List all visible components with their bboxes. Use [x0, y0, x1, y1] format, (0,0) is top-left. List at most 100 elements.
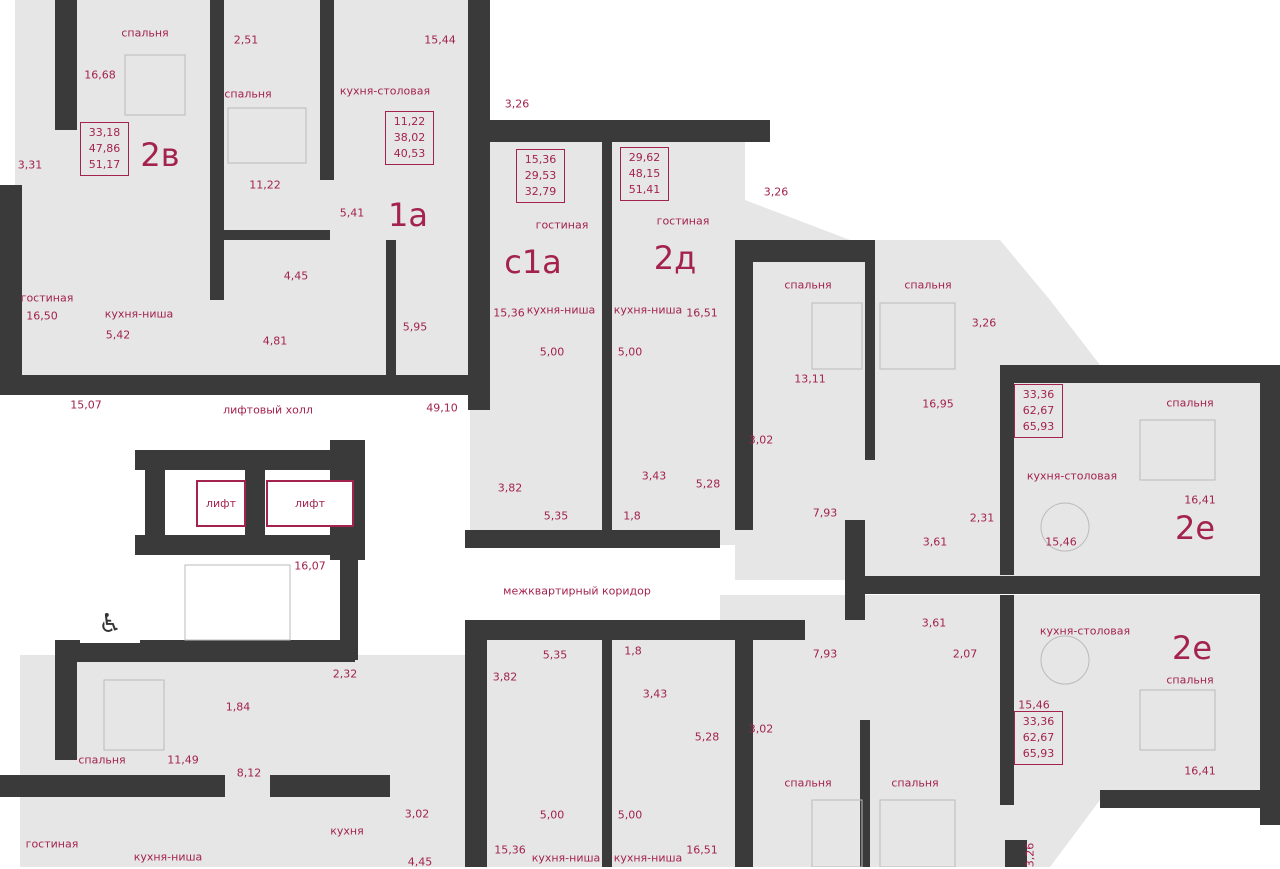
- room-area: 1,8: [624, 644, 642, 658]
- room-area: 16,41: [1184, 493, 1216, 507]
- room-area: 15,36: [494, 843, 526, 857]
- room-area: 5,00: [617, 345, 643, 359]
- living-area: 33,36: [1022, 715, 1055, 728]
- room-area: 15,07: [70, 398, 102, 412]
- room-area: 16,51: [686, 843, 718, 857]
- room-area: 4,45: [407, 855, 433, 869]
- room-label: лифтовый холл: [223, 403, 313, 417]
- room-area: 3,31: [17, 158, 43, 172]
- room-area: 1,84: [225, 700, 251, 714]
- wheelchair-icon: ♿: [80, 605, 140, 643]
- living-area: 33,36: [1022, 388, 1055, 401]
- room-area: 5,28: [694, 730, 720, 744]
- room-area: 49,10: [426, 401, 458, 415]
- room-area: 15,46: [1045, 535, 1077, 549]
- room-area: 8,12: [236, 766, 262, 780]
- room-area: 3,61: [922, 535, 948, 549]
- apartment-type-2d: 2д: [653, 239, 697, 277]
- total-area: 29,53: [524, 169, 557, 182]
- room-label: кухня-столовая: [339, 84, 431, 98]
- furniture: [103, 54, 1216, 867]
- room-area: 3,26: [763, 185, 789, 199]
- room-area: 13,11: [794, 372, 826, 386]
- room-label: кухня-столовая: [1039, 624, 1131, 638]
- room-area: 5,00: [539, 808, 565, 822]
- room-area: 3,02: [404, 807, 430, 821]
- living-area: 33,18: [88, 126, 121, 139]
- room-area: 11,49: [167, 753, 199, 767]
- room-area: 11,22: [249, 178, 281, 192]
- room-label: спальня: [891, 776, 939, 790]
- room-label: кухня-ниша: [613, 851, 683, 865]
- living-area: 29,62: [628, 151, 661, 164]
- total-area-with-balcony: 51,17: [88, 158, 121, 171]
- area-box-2v: 33,18 47,86 51,17: [80, 122, 129, 176]
- room-label: гостиная: [25, 837, 79, 851]
- room-area: 16,95: [922, 397, 954, 411]
- room-area: 2,07: [952, 647, 978, 661]
- room-area: 2,32: [332, 667, 358, 681]
- room-area: 5,35: [543, 509, 569, 523]
- room-area: 5,42: [105, 328, 131, 342]
- area-box-2d: 29,62 48,15 51,41: [620, 147, 669, 201]
- room-label: гостиная: [535, 218, 589, 232]
- room-area: 2,51: [233, 33, 259, 47]
- room-area: 7,93: [812, 647, 838, 661]
- total-area: 47,86: [88, 142, 121, 155]
- room-area: 15,36: [493, 306, 525, 320]
- room-label: кухня: [330, 824, 364, 838]
- lift-2: лифт: [266, 480, 354, 527]
- room-label: спальня: [121, 26, 169, 40]
- room-area: 5,35: [542, 648, 568, 662]
- room-label: спальня: [78, 753, 126, 767]
- total-area: 62,67: [1022, 731, 1055, 744]
- total-area-with-balcony: 65,93: [1022, 747, 1055, 760]
- total-area: 62,67: [1022, 404, 1055, 417]
- room-label: спальня: [224, 87, 272, 101]
- room-label: кухня-ниша: [613, 303, 683, 317]
- lift-1: лифт: [196, 480, 246, 527]
- room-area: 16,50: [26, 309, 58, 323]
- room-area: 3,26: [971, 316, 997, 330]
- room-area: 5,00: [539, 345, 565, 359]
- apartment-type-2v: 2в: [140, 136, 180, 174]
- room-label: гостиная: [20, 291, 74, 305]
- room-area: 5,95: [402, 320, 428, 334]
- room-label: спальня: [1166, 673, 1214, 687]
- living-area: 11,22: [393, 115, 426, 128]
- room-label: кухня-ниша: [531, 851, 601, 865]
- apartment-type-c1a: с1а: [504, 243, 562, 281]
- total-area-with-balcony: 51,41: [628, 183, 661, 196]
- room-area: 3,82: [492, 670, 518, 684]
- room-area: 3,02: [748, 433, 774, 447]
- room-area: 15,44: [424, 33, 456, 47]
- room-area: 5,41: [339, 206, 365, 220]
- total-area: 38,02: [393, 131, 426, 144]
- room-area: 5,00: [617, 808, 643, 822]
- room-area: 16,07: [294, 559, 326, 573]
- apartment-type-1a: 1а: [388, 196, 428, 234]
- room-label: кухня-ниша: [104, 307, 174, 321]
- room-area: 16,41: [1184, 764, 1216, 778]
- room-area: 5,28: [695, 477, 721, 491]
- room-label: спальня: [904, 278, 952, 292]
- area-box-2e-lower: 33,36 62,67 65,93: [1014, 711, 1063, 765]
- room-label: кухня-столовая: [1026, 469, 1118, 483]
- room-label: спальня: [1166, 396, 1214, 410]
- room-area: 15,46: [1018, 698, 1050, 712]
- room-area: 3,26: [504, 97, 530, 111]
- room-label: спальня: [784, 776, 832, 790]
- room-area: 3,26: [1023, 842, 1037, 868]
- total-area-with-balcony: 32,79: [524, 185, 557, 198]
- room-area: 3,61: [921, 616, 947, 630]
- room-label: гостиная: [656, 214, 710, 228]
- corridor-label: межквартирный коридор: [503, 584, 651, 598]
- room-label: спальня: [784, 278, 832, 292]
- room-area: 4,45: [283, 269, 309, 283]
- room-area: 16,68: [84, 68, 116, 82]
- total-area: 48,15: [628, 167, 661, 180]
